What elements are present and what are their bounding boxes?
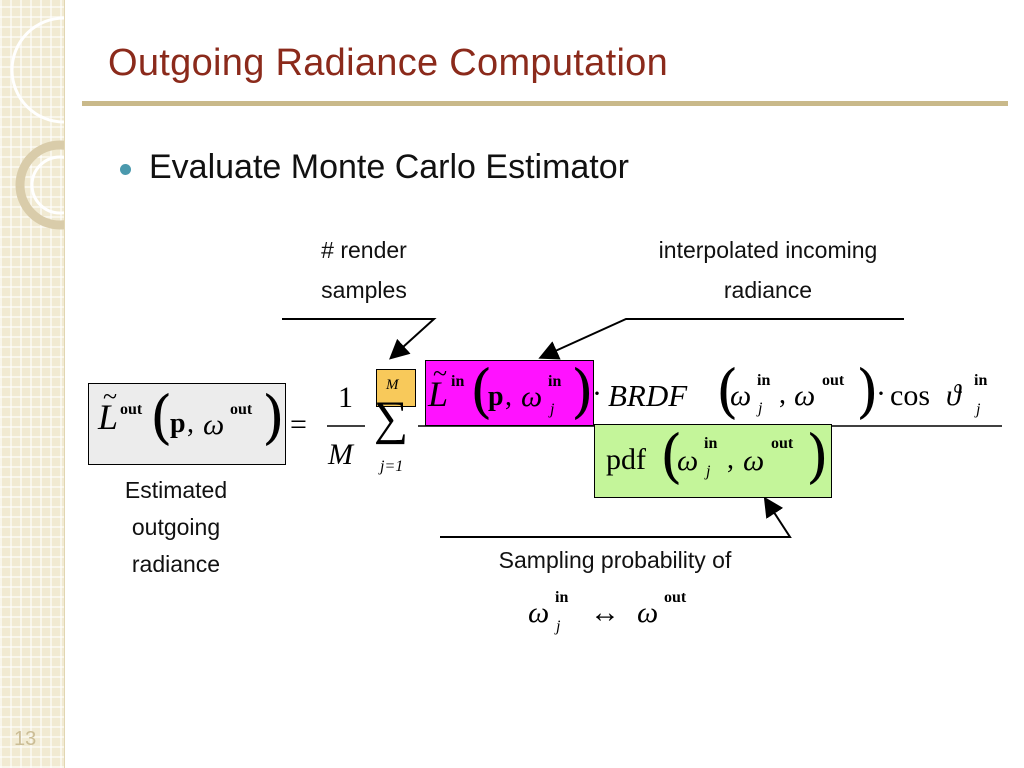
bullet-item: Evaluate Monte Carlo Estimator xyxy=(120,148,629,187)
slide-title: Outgoing Radiance Computation xyxy=(108,42,669,84)
double-arrow-symbol: ↔ xyxy=(590,596,620,629)
callout-incoming-radiance xyxy=(538,318,904,360)
box-pdf xyxy=(594,424,832,498)
paren-right: ) xyxy=(571,357,594,425)
dot-operator: · xyxy=(592,377,602,410)
superscript-in: in xyxy=(548,373,562,390)
subscript-j: j xyxy=(706,463,711,480)
label-incoming-radiance: interpolated incoming radiance xyxy=(598,230,938,310)
comma: , xyxy=(187,408,194,439)
label-line: samples xyxy=(321,277,407,303)
symbol-omega: ω xyxy=(521,380,543,413)
callout-render-samples xyxy=(282,318,437,360)
sum-symbol: ∑ xyxy=(374,392,409,445)
decorative-side-strip: 13 xyxy=(0,0,65,768)
subscript-j: j xyxy=(556,618,561,635)
paren-right: ) xyxy=(806,422,829,490)
paren-right: ) xyxy=(856,357,879,425)
bullet-dot-icon xyxy=(120,163,131,175)
formula-L-out: L xyxy=(98,397,119,437)
label-line: radiance xyxy=(131,551,221,577)
symbol-p: p xyxy=(170,408,186,439)
comma: , xyxy=(505,381,512,412)
superscript-out: out xyxy=(120,401,143,418)
superscript-in: in xyxy=(451,373,465,390)
page-number: 13 xyxy=(14,728,37,750)
box-incoming-radiance xyxy=(425,360,594,426)
superscript-out: out xyxy=(230,401,253,418)
superscript-in: in xyxy=(974,372,988,389)
symbol-omega: ω xyxy=(743,444,765,477)
superscript-in: in xyxy=(555,589,569,606)
paren-right: ) xyxy=(262,383,285,451)
formula-L-in: L xyxy=(428,374,449,414)
equals-sign: = xyxy=(290,408,307,441)
subscript-j: j xyxy=(758,400,763,417)
sum-upper-M: M xyxy=(386,377,399,393)
comma: , xyxy=(727,444,734,475)
label-line: radiance xyxy=(723,277,813,303)
paren-left: ( xyxy=(716,357,739,425)
bullet-text: Evaluate Monte Carlo Estimator xyxy=(149,148,629,186)
box-estimated-outgoing xyxy=(88,383,286,465)
subscript-j: j xyxy=(550,401,555,418)
symbol-omega: ω xyxy=(677,444,699,477)
symbol-omega: ω xyxy=(528,596,550,629)
dot-operator: · xyxy=(876,377,886,410)
label-line: Estimated xyxy=(124,477,228,503)
label-line: # render xyxy=(321,237,407,263)
pdf-label: pdf xyxy=(606,443,646,476)
sum-lower-index: j=1 xyxy=(380,458,404,475)
superscript-out: out xyxy=(822,372,845,389)
paren-left: ( xyxy=(470,357,493,425)
superscript-in: in xyxy=(704,435,718,452)
superscript-out: out xyxy=(664,589,687,606)
label-line: outgoing xyxy=(131,514,221,540)
label-render-samples: # render samples xyxy=(284,230,444,310)
callout-sampling xyxy=(440,496,792,538)
decorative-arcs xyxy=(10,16,64,230)
denominator-M: M xyxy=(328,438,353,471)
brdf-label: BRDF xyxy=(608,378,688,413)
label-estimated-outgoing: Estimated outgoing radiance xyxy=(96,472,256,583)
symbol-omega: ω xyxy=(794,379,816,412)
cos-label: cos xyxy=(890,379,930,412)
symbol-omega: ω xyxy=(637,596,659,629)
label-line: interpolated incoming xyxy=(658,237,878,263)
subscript-j: j xyxy=(976,401,981,418)
comma: , xyxy=(779,379,786,410)
label-sampling-probability: Sampling probability of xyxy=(440,540,790,580)
numerator-one: 1 xyxy=(338,381,353,414)
symbol-omega: ω xyxy=(203,408,225,441)
symbol-theta: ϑ xyxy=(946,379,961,412)
symbol-omega: ω xyxy=(730,379,752,412)
title-divider xyxy=(82,101,1008,106)
box-sample-count xyxy=(376,369,416,407)
paren-left: ( xyxy=(150,383,173,451)
tilde-symbol: ~ xyxy=(103,382,118,411)
tilde-symbol: ~ xyxy=(433,359,448,388)
superscript-out: out xyxy=(771,435,794,452)
paren-left: ( xyxy=(660,422,683,490)
symbol-p: p xyxy=(488,381,504,412)
label-line: Sampling probability of xyxy=(498,547,732,573)
superscript-in: in xyxy=(757,372,771,389)
